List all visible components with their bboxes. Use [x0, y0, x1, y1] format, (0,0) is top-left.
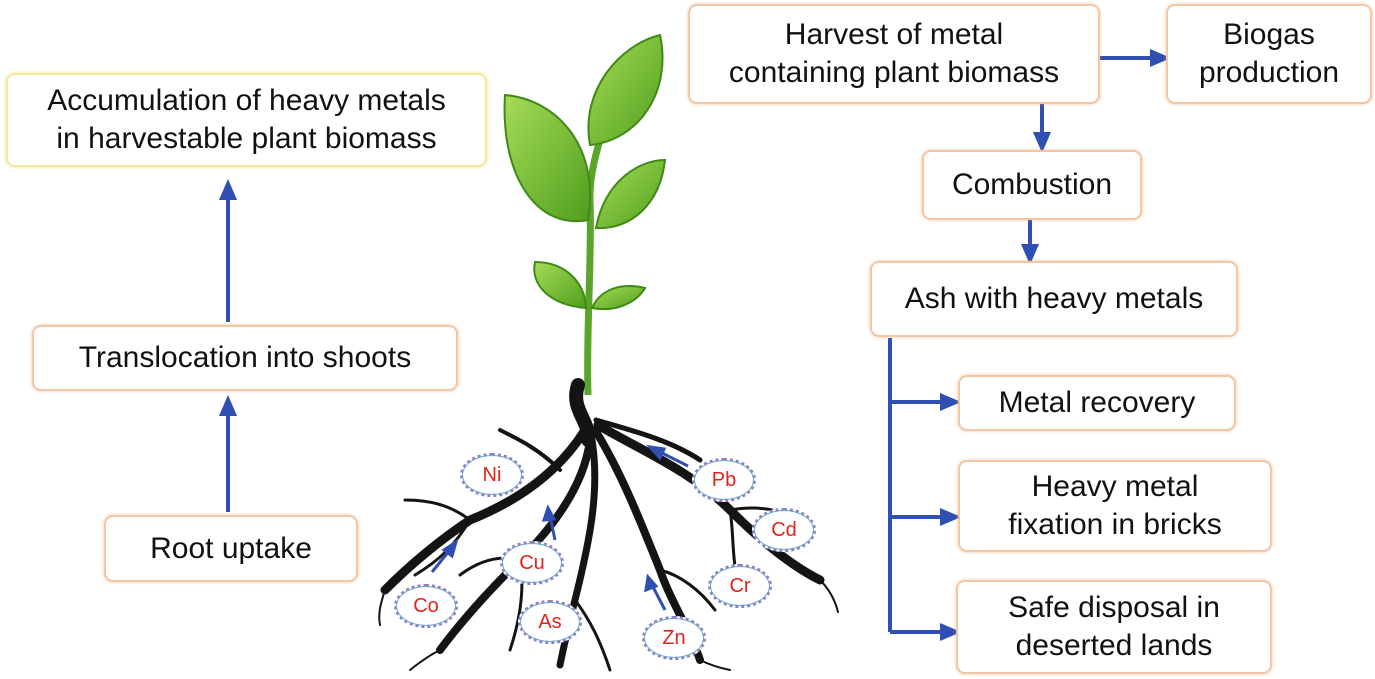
metal-recovery-label: Metal recovery [998, 386, 1196, 419]
arrow-harvest-to-combustion [1032, 104, 1052, 154]
metal-cr: Cr [708, 564, 772, 608]
biogas-box: Biogas production [1166, 4, 1372, 104]
accumulation-line2: in harvestable plant biomass [56, 122, 437, 155]
metal-co: Co [394, 584, 458, 628]
metal-cr-label: Cr [729, 574, 751, 597]
harvest-line1: Harvest of metal [784, 18, 1004, 51]
metal-cd-label: Cd [771, 518, 797, 541]
metal-as: As [518, 600, 582, 644]
harvest-line2: containing plant biomass [728, 56, 1060, 89]
uptake-arrows [430, 444, 689, 611]
root-uptake-label: Root uptake [150, 531, 312, 565]
metal-as-label: As [538, 610, 562, 633]
combustion-box: Combustion [922, 150, 1142, 220]
fixation-box: Heavy metal fixation in bricks [958, 460, 1272, 552]
arrow-translocation-to-accumulation [218, 178, 238, 322]
harvest-box: Harvest of metal containing plant biomas… [688, 4, 1100, 104]
ash-label: Ash with heavy metals [904, 282, 1204, 315]
biogas-line1: Biogas [1223, 18, 1315, 51]
accumulation-box: Accumulation of heavy metals in harvesta… [6, 73, 487, 167]
metal-co-label: Co [413, 594, 439, 617]
metal-cu-label: Cu [519, 551, 545, 574]
metal-pb: Pb [692, 458, 756, 502]
metal-zn: Zn [642, 616, 706, 660]
metal-cd: Cd [752, 508, 816, 552]
root-uptake-box: Root uptake [104, 515, 358, 582]
accumulation-line1: Accumulation of heavy metals [47, 84, 446, 117]
metal-recovery-box: Metal recovery [958, 375, 1236, 431]
disposal-line2: deserted lands [1015, 629, 1213, 662]
disposal-box: Safe disposal in deserted lands [956, 580, 1272, 674]
metal-zn-label: Zn [662, 626, 686, 649]
arrow-ash-branch [888, 338, 962, 642]
fixation-line2: fixation in bricks [1008, 508, 1222, 541]
ash-box: Ash with heavy metals [870, 261, 1238, 337]
disposal-line1: Safe disposal in [1008, 591, 1220, 624]
arrow-root-to-translocation [218, 394, 238, 512]
metal-pb-label: Pb [711, 468, 737, 491]
translocation-box: Translocation into shoots [32, 325, 458, 391]
combustion-label: Combustion [951, 168, 1113, 201]
plant-leaves [503, 33, 667, 311]
metal-ni: Ni [460, 453, 524, 497]
arrow-combustion-to-ash [1020, 220, 1040, 266]
metal-cu: Cu [500, 541, 564, 585]
translocation-label: Translocation into shoots [78, 341, 412, 374]
biogas-line2: production [1198, 56, 1340, 89]
metal-ni-label: Ni [482, 463, 502, 486]
fixation-line1: Heavy metal [1031, 470, 1199, 503]
arrow-harvest-to-biogas [1100, 48, 1172, 68]
